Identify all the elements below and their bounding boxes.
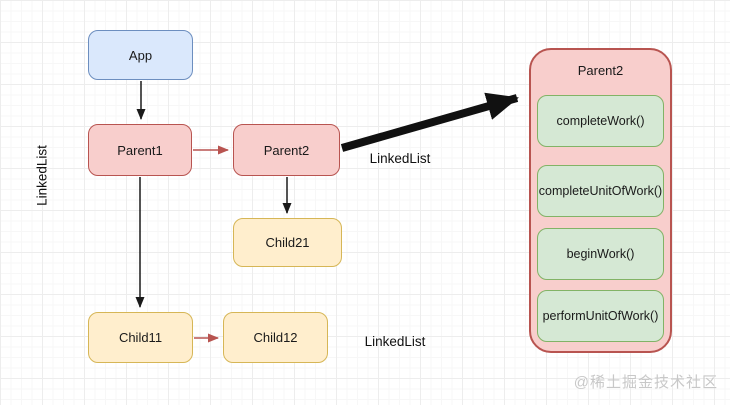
node-parent1: Parent1 [88,124,192,176]
parent2-detail-title: Parent2 [577,63,624,78]
node-parent2: Parent2 [233,124,340,176]
watermark: @稀土掘金技术社区 [573,374,718,391]
label-linkedlist-middle: LinkedList [369,151,431,166]
node-child21: Child21 [233,218,342,267]
label-linkedlist-bottom: LinkedList [364,334,426,349]
label-linkedlist-left: LinkedList [34,145,50,206]
method-completework: completeWork() [537,95,664,147]
method-performunitofwork: performUnitOfWork() [537,290,664,342]
node-child11: Child11 [88,312,193,363]
node-app: App [88,30,193,80]
method-completeunitofwork: completeUnitOfWork() [537,165,664,217]
parent2-detail-panel: Parent2 completeWork() completeUnitOfWor… [529,48,672,353]
method-beginwork: beginWork() [537,228,664,280]
edge-parent2-detail-big-arrow [340,92,519,152]
node-child12: Child12 [223,312,328,363]
